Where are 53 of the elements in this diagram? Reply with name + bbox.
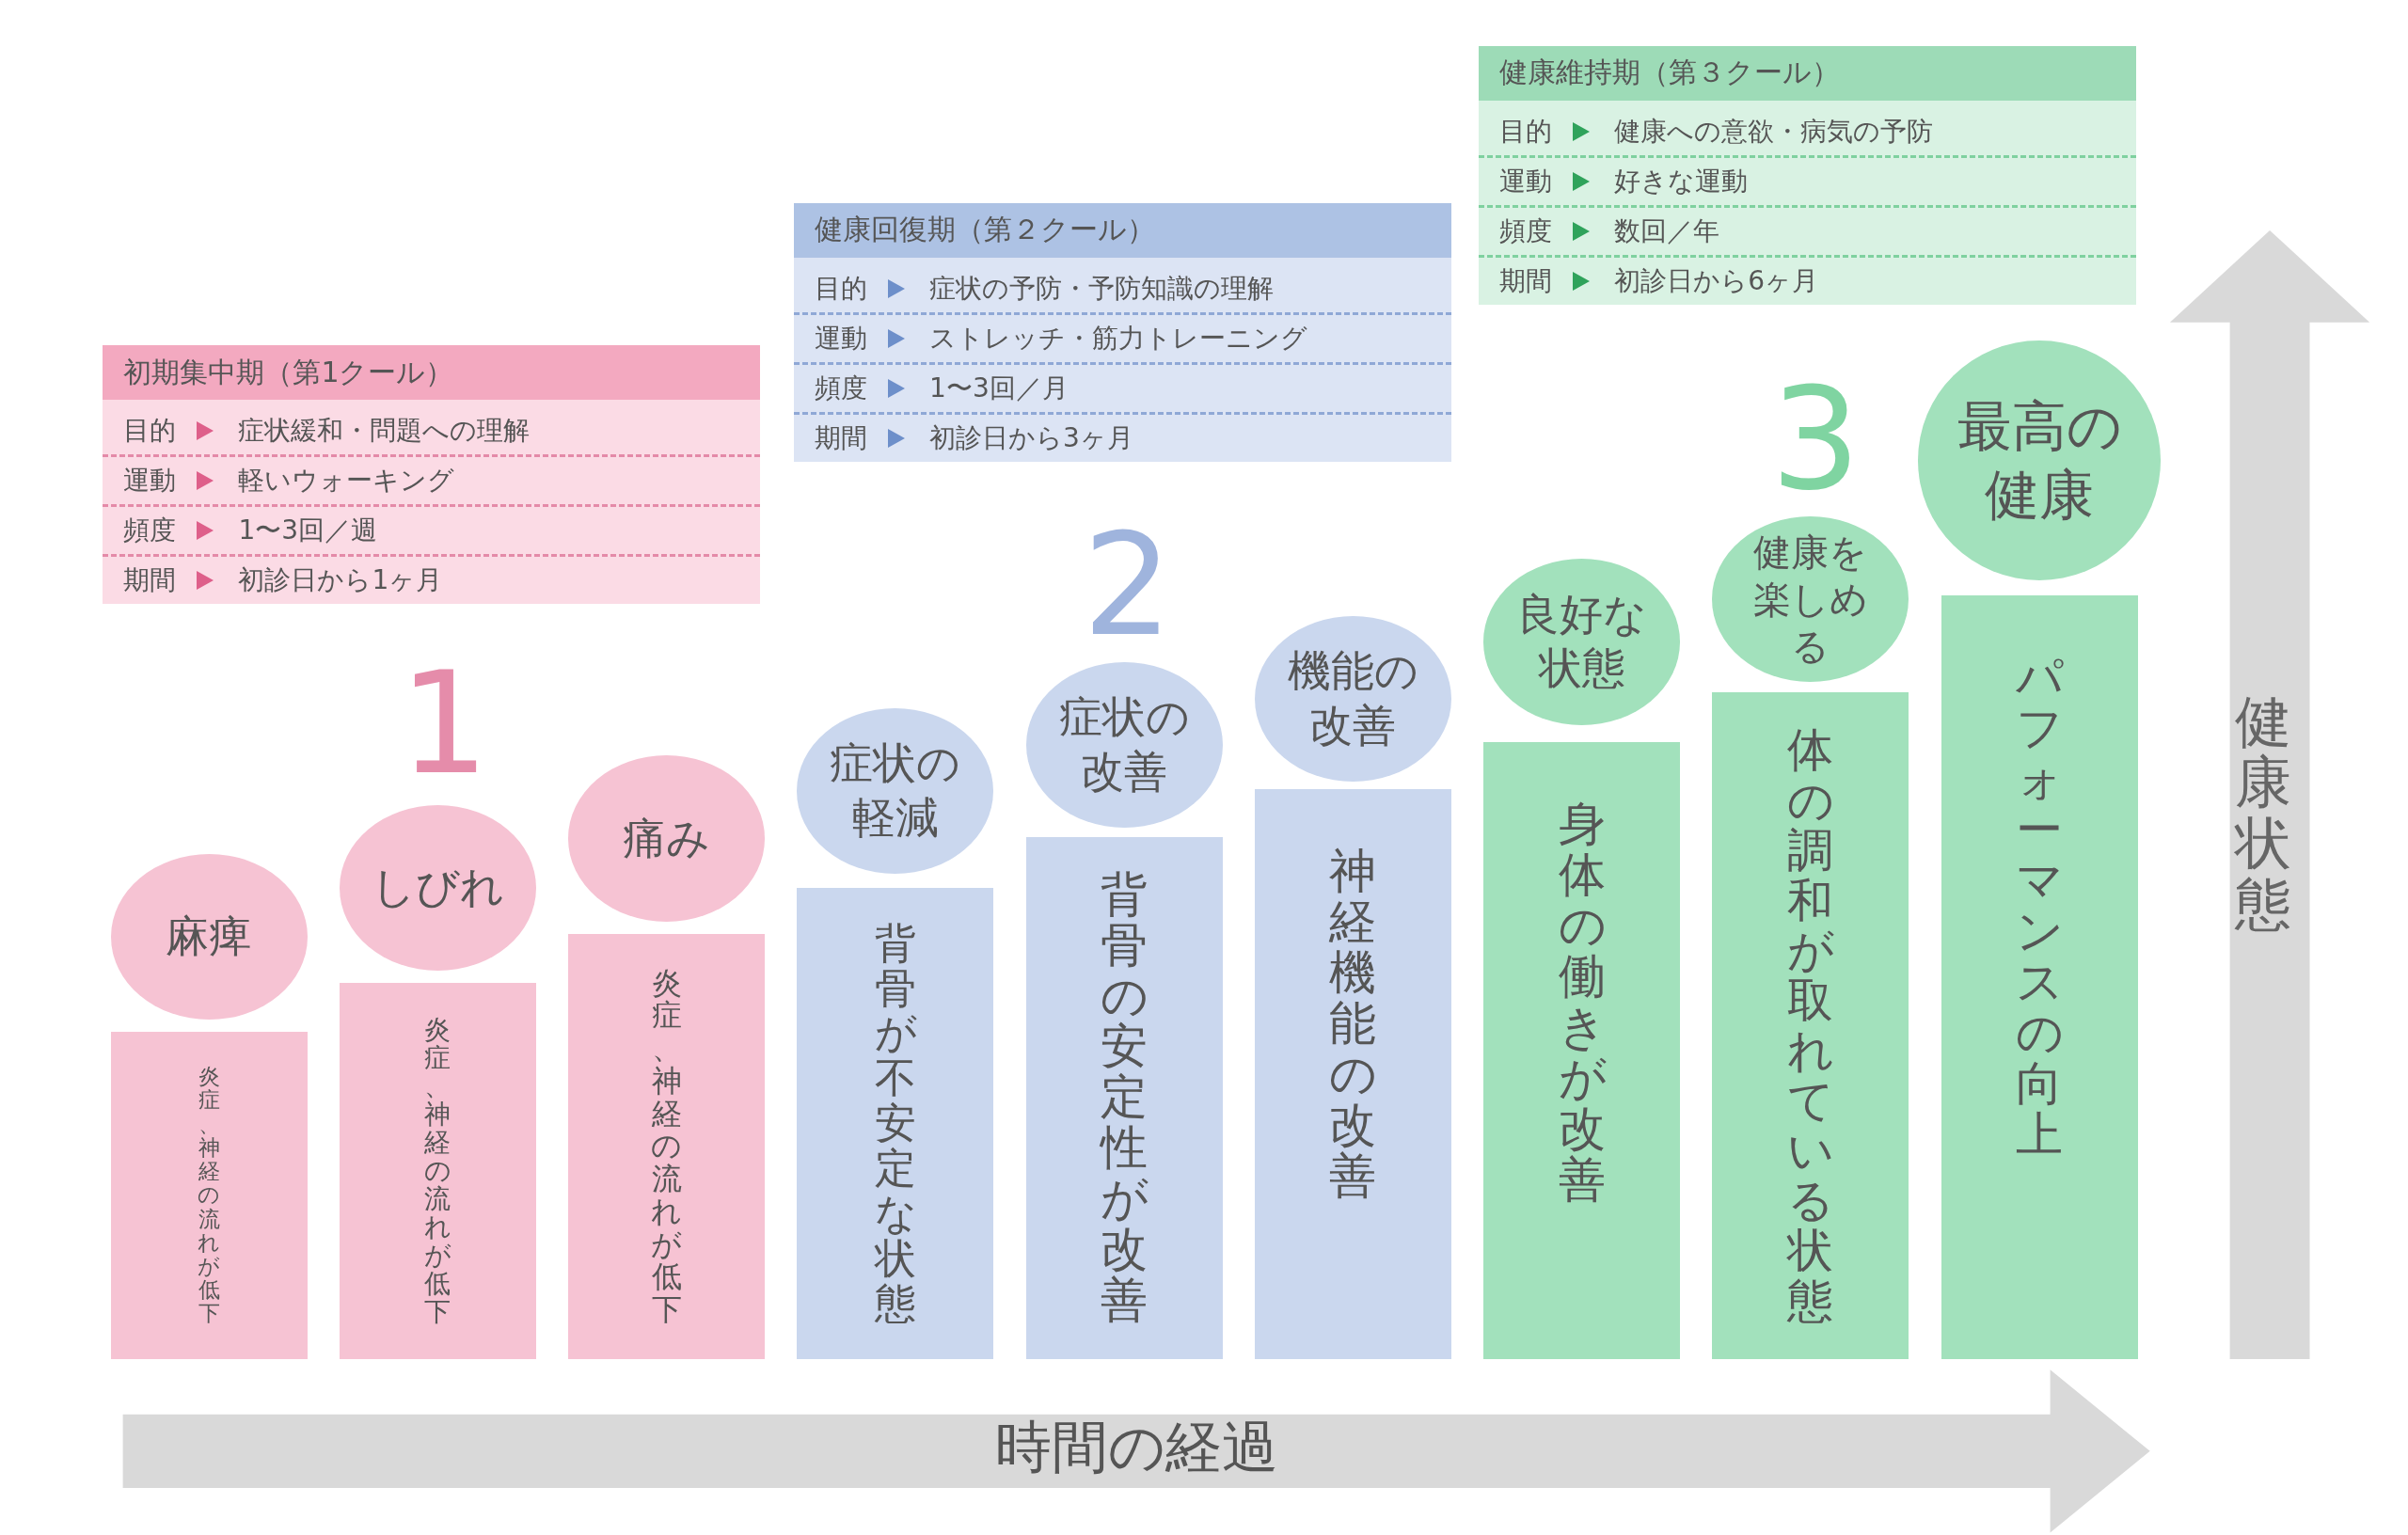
info-card — [103, 345, 761, 605]
row-label: 頻度 — [815, 371, 868, 405]
row-value: 軽いウォーキング — [238, 464, 455, 498]
phase-header: 健康回復期（第２クール） — [794, 202, 1451, 258]
stage-circle: しびれ — [339, 804, 536, 971]
row-value: 1〜3回／週 — [238, 514, 377, 548]
row-value: 健康への意欲・病気の予防 — [1614, 114, 1934, 149]
axis-label: 健康状態 — [2234, 690, 2291, 935]
stage-bar: 神経機能の改善 — [1254, 789, 1451, 1359]
info-card — [794, 202, 1451, 462]
row-label: 目的 — [123, 414, 177, 449]
stage-bar: 炎症、神経の流れが低下 — [110, 1032, 308, 1359]
row-label: 運動 — [123, 464, 177, 498]
row-label: 運動 — [1499, 164, 1553, 198]
stage-circle: 麻痺 — [110, 853, 308, 1021]
stage-circle: 機能の改善 — [1254, 615, 1451, 782]
stage-bar: パフォーマンスの向上 — [1941, 595, 2138, 1359]
info-card — [1479, 45, 2136, 305]
stage-bar: 背骨が不安定な状態 — [797, 887, 994, 1359]
stage-circle: 良好な状態 — [1483, 559, 1681, 725]
row-value: 初診日から6ヶ月 — [1614, 263, 1819, 298]
stage-circle: 健康を楽しめる — [1712, 515, 1909, 682]
stage-bar: 体の調和が取れている状態 — [1712, 692, 1909, 1359]
row-value: 初診日から3ヶ月 — [929, 420, 1133, 455]
row-value: 症状の予防・予防知識の理解 — [929, 271, 1275, 306]
phase-header: 初期集中期（第1クール） — [103, 345, 761, 401]
row-value: ストレッチ・筋力トレーニング — [929, 321, 1308, 356]
stage-number: 1 — [399, 652, 489, 794]
row-label: 頻度 — [1499, 214, 1553, 248]
stage-circle: 痛み — [568, 755, 766, 922]
stage-bar: 炎症、神経の流れが低下 — [568, 933, 766, 1359]
row-value: 数回／年 — [1614, 214, 1720, 248]
row-label: 目的 — [815, 271, 868, 306]
stage-number: 3 — [1770, 368, 1861, 510]
row-value: 初診日から1ヶ月 — [238, 563, 443, 598]
row-value: 1〜3回／月 — [929, 371, 1069, 405]
stage-bar: 身体の働きが改善 — [1483, 741, 1681, 1359]
axis-label: 時間の経過 — [993, 1412, 1279, 1481]
stage-number: 2 — [1083, 514, 1173, 656]
row-label: 目的 — [1499, 114, 1553, 149]
row-label: 頻度 — [123, 514, 177, 548]
stage-circle: 症状の軽減 — [797, 707, 994, 874]
stage-circle: 最高の健康 — [1918, 340, 2162, 581]
stage-circle: 症状の改善 — [1025, 661, 1223, 828]
phase-header: 健康維持期（第３クール） — [1479, 45, 2136, 101]
stage-bar: 背骨の安定性が改善 — [1025, 836, 1223, 1359]
row-label: 運動 — [815, 321, 868, 356]
row-value: 症状緩和・問題への理解 — [238, 414, 531, 449]
row-value: 好きな運動 — [1614, 164, 1749, 198]
row-label: 期間 — [123, 563, 177, 598]
stage-bar: 炎症、神経の流れが低下 — [339, 982, 536, 1359]
row-label: 期間 — [815, 420, 868, 455]
row-label: 期間 — [1499, 263, 1553, 298]
